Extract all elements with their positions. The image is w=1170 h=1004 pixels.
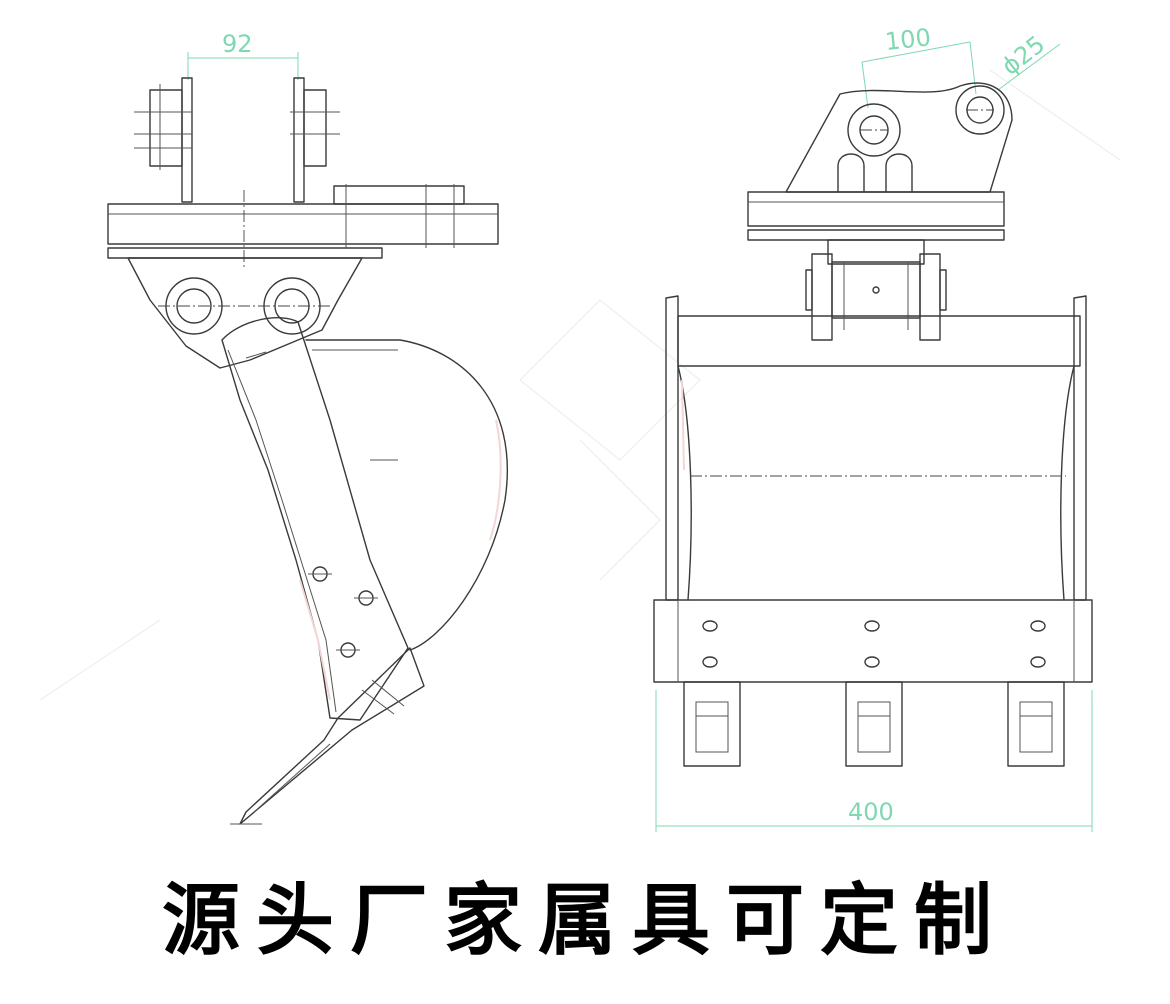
- top-plate: [107, 184, 499, 270]
- dimension-92-label: 92: [222, 30, 253, 58]
- dimension-100: 100: [861, 23, 977, 109]
- side-view: 92: [107, 30, 508, 825]
- dimension-100-label: 100: [884, 23, 932, 56]
- caption-banner: 源头厂家属具可定制: [161, 876, 1008, 966]
- linkage: [805, 253, 947, 341]
- dimension-92: 92: [187, 30, 299, 80]
- pin-bracket: [127, 257, 363, 369]
- mounting-ears: [134, 77, 340, 203]
- hitch-bracket: [785, 82, 1013, 193]
- bucket-frame: [653, 295, 1093, 683]
- bucket-teeth: [683, 681, 1065, 767]
- watermark: [39, 69, 1121, 701]
- coupler-plates: [747, 191, 1005, 265]
- dimension-phi25-label: ϕ25: [996, 30, 1050, 81]
- dimension-400-label: 400: [848, 798, 894, 826]
- bucket-shell: [305, 339, 508, 651]
- front-view: 100 ϕ25: [653, 23, 1093, 832]
- ripper-shank: [221, 316, 409, 721]
- ripper-tooth: [230, 647, 425, 825]
- dimension-400: 400: [655, 690, 1093, 832]
- bolt-holes: [702, 620, 1046, 668]
- technical-drawing: 92: [39, 23, 1121, 832]
